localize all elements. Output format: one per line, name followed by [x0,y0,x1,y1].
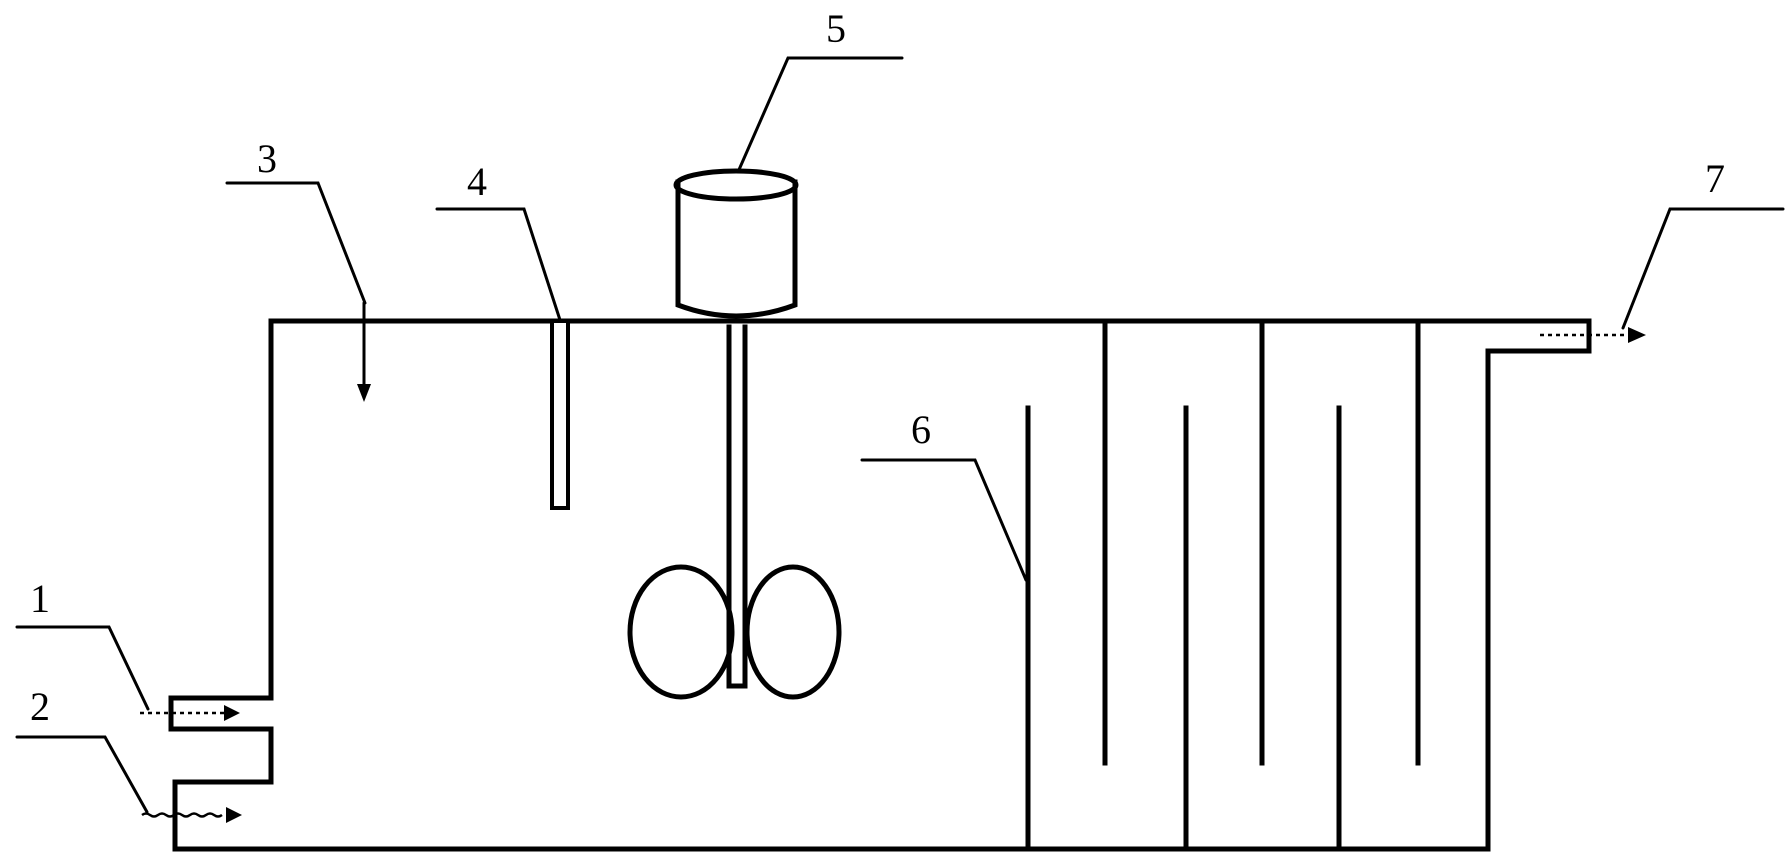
leader-line-4 [435,207,562,322]
label-5: 5 [826,6,846,51]
inlet-2-flow-arrow [141,807,242,823]
label-6: 6 [911,407,931,452]
stirrer-blade-right [744,564,842,700]
stirrer-blade-left [627,564,735,700]
item-4-probe [550,319,570,510]
outlet-7-flow-arrow [1540,327,1646,343]
label-1: 1 [30,576,50,621]
label-2: 2 [30,684,50,729]
leader-line-7 [1621,207,1785,330]
leader-line-2 [15,735,149,814]
label-4: 4 [467,159,487,204]
leader-line-1 [15,625,150,711]
label-3: 3 [257,136,277,181]
inlet-1-flow-arrow [140,705,240,721]
item-6-baffles [1025,318,1421,852]
leader-line-3 [225,181,367,305]
item-3-arrow [357,301,371,402]
item-5-motor [673,168,799,319]
tank-outline [168,318,1592,852]
leader-line-5 [736,56,904,174]
leader-line-6 [860,458,1028,582]
label-7: 7 [1705,156,1725,201]
